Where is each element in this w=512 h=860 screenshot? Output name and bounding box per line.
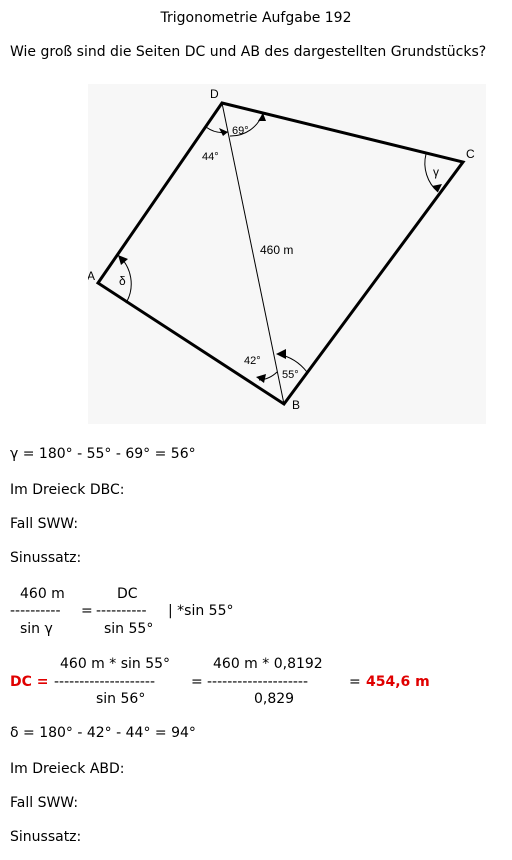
question-text: Wie groß sind die Seiten DC und AB des d… (10, 44, 487, 60)
frac1-numerator-left: 460 m (20, 586, 65, 602)
frac2-equals-2: = (349, 674, 361, 690)
arc-arrowhead (258, 113, 266, 121)
frac2-numerator-1: 460 m * sin 55° (60, 656, 171, 672)
frac2-denominator-2: 0,829 (254, 691, 295, 707)
diagonal-DB (221, 102, 285, 405)
arc-arrowhead (432, 184, 442, 192)
dc-label: DC = (10, 674, 49, 690)
case-sww-2: Fall SWW: (10, 795, 79, 811)
frac1-bar-left: ---------- (10, 603, 61, 619)
frac2-bar-1: -------------------- (54, 674, 156, 690)
figure-background (88, 84, 486, 424)
arc-arrowhead (276, 349, 286, 359)
angle-label-gamma: γ (433, 165, 439, 179)
arc-arrowhead (118, 255, 128, 265)
frac1-bar-right: ---------- (96, 603, 147, 619)
case-sww-1: Fall SWW: (10, 516, 79, 532)
frac1-numerator-right: DC (117, 586, 138, 602)
angle-label-69: 69° (232, 125, 249, 137)
triangle-abd-heading: Im Dreieck ABD: (10, 761, 125, 777)
delta-equation: δ = 180° - 42° - 44° = 94° (10, 725, 196, 741)
dc-result: 454,6 m (366, 674, 430, 690)
gamma-equation: γ = 180° - 55° - 69° = 56° (10, 446, 196, 462)
vertex-label-D: D (210, 87, 219, 101)
angle-arc-gamma (424, 153, 439, 193)
quadrilateral-outline (95, 101, 466, 407)
angle-arc-42 (258, 371, 278, 381)
angle-label-55: 55° (282, 369, 299, 381)
vertex-label-A: A (88, 269, 95, 283)
diagonal-length-label: 460 m (260, 243, 293, 257)
angle-label-44: 44° (202, 151, 219, 163)
triangle-dbc-heading: Im Dreieck DBC: (10, 482, 125, 498)
angle-label-delta: δ (119, 274, 126, 288)
frac1-denominator-right: sin 55° (104, 621, 154, 637)
frac1-equals: = (81, 603, 93, 619)
arc-arrowhead (219, 128, 228, 136)
vertex-label-B: B (292, 398, 300, 412)
frac2-equals-1: = (191, 674, 203, 690)
angle-label-42: 42° (244, 355, 261, 367)
frac1-denominator-left: sin γ (20, 621, 53, 637)
frac1-operation: | *sin 55° (168, 603, 234, 619)
sine-law-heading-2: Sinussatz: (10, 829, 82, 845)
frac2-denominator-1: sin 56° (96, 691, 146, 707)
frac2-bar-2: -------------------- (207, 674, 309, 690)
page-title: Trigonometrie Aufgabe 192 (160, 10, 352, 26)
frac2-numerator-2: 460 m * 0,8192 (213, 656, 323, 672)
vertex-label-C: C (466, 147, 475, 161)
quadrilateral-figure: D C A B 44° 69° 42° 55° γ δ 460 m (88, 84, 486, 424)
sine-law-heading-1: Sinussatz: (10, 550, 82, 566)
arc-arrowhead (256, 374, 266, 383)
